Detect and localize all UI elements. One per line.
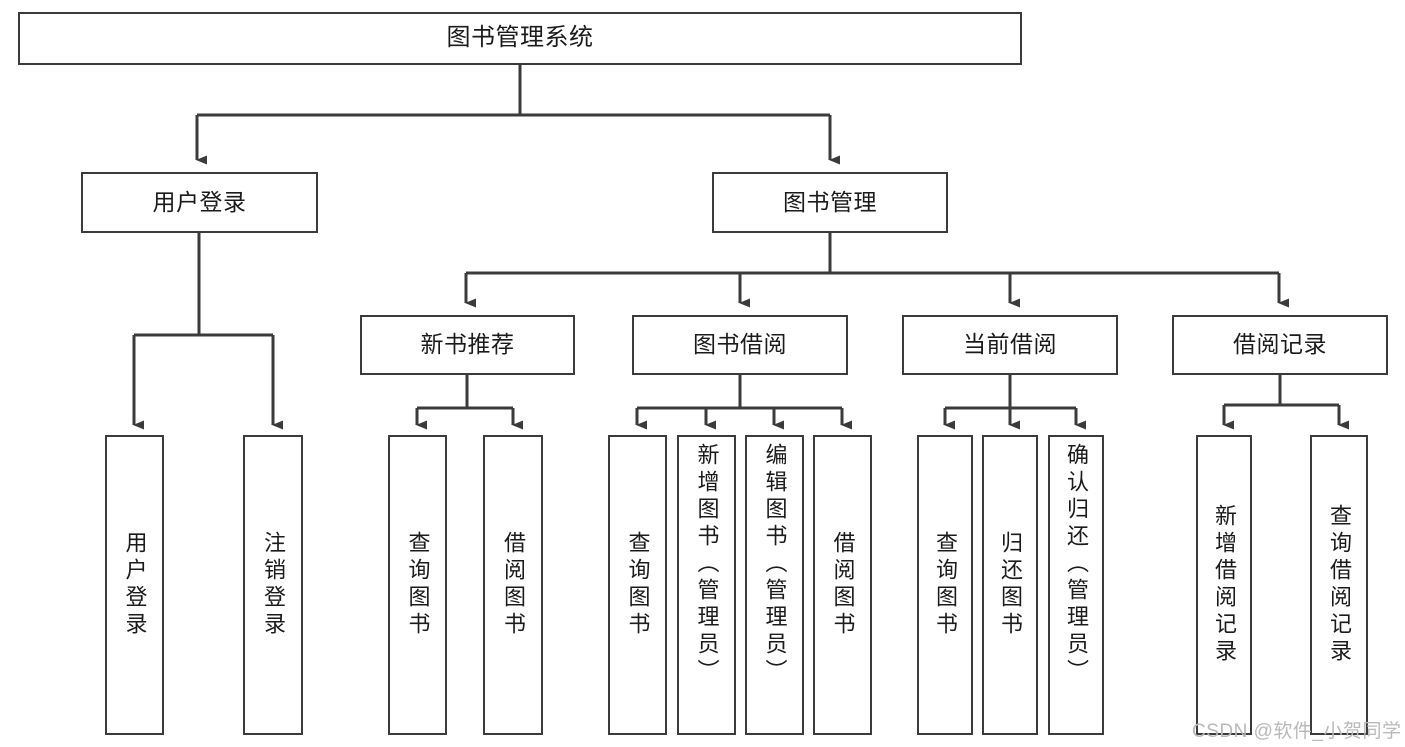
node-label: 当前借阅 [963,331,1057,358]
node-leaf-edit-book-admin[interactable]: 编辑图书（管理员） [745,435,804,735]
node-label: 新书推荐 [420,331,515,358]
node-leaf-confirm-return-admin[interactable]: 确认归还（管理员） [1048,435,1104,735]
node-new-book-recommend[interactable]: 新书推荐 [360,315,575,375]
csdn-watermark: CSDN @软件_小贺同学 [1192,721,1402,742]
node-label: 编辑图书（管理员） [762,443,788,686]
node-borrow-record[interactable]: 借阅记录 [1172,315,1388,375]
node-label: 注销登录 [261,531,286,639]
node-leaf-query-book-new[interactable]: 查询图书 [388,435,447,735]
node-leaf-add-borrow-record[interactable]: 新增借阅记录 [1196,435,1252,735]
node-label: 用户登录 [152,188,247,215]
node-leaf-query-book-borrow[interactable]: 查询图书 [608,435,667,735]
node-leaf-borrow-book[interactable]: 借阅图书 [813,435,872,735]
node-leaf-borrow-book-new[interactable]: 借阅图书 [483,435,543,735]
node-label: 查询借阅记录 [1327,504,1352,666]
node-leaf-add-book-admin[interactable]: 新增图书（管理员） [677,435,736,735]
node-leaf-user-logout[interactable]: 注销登录 [243,435,303,735]
node-label: 图书管理系统 [446,24,594,52]
node-label: 查询图书 [625,531,651,639]
node-label: 确认归还（管理员） [1064,443,1089,686]
node-label: 归还图书 [998,531,1023,639]
node-label: 借阅图书 [501,531,526,639]
node-label: 新增借阅记录 [1212,504,1237,666]
node-label: 借阅图书 [830,531,856,639]
node-label: 用户登录 [122,531,148,639]
node-leaf-query-borrow-record[interactable]: 查询借阅记录 [1310,435,1368,735]
node-label: 查询图书 [933,531,958,639]
node-root-book-management-system[interactable]: 图书管理系统 [18,12,1022,65]
node-label: 图书管理 [783,188,877,215]
node-book-borrow[interactable]: 图书借阅 [632,315,848,375]
node-current-borrow[interactable]: 当前借阅 [902,315,1118,375]
node-user-login[interactable]: 用户登录 [81,172,318,233]
node-label: 查询图书 [405,531,431,639]
node-label: 图书借阅 [693,331,787,358]
node-leaf-user-login[interactable]: 用户登录 [105,435,164,735]
node-label: 借阅记录 [1233,331,1327,358]
node-leaf-query-book-current[interactable]: 查询图书 [917,435,973,735]
node-leaf-return-book[interactable]: 归还图书 [982,435,1038,735]
node-book-manage[interactable]: 图书管理 [712,172,948,233]
node-label: 新增图书（管理员） [694,443,720,686]
